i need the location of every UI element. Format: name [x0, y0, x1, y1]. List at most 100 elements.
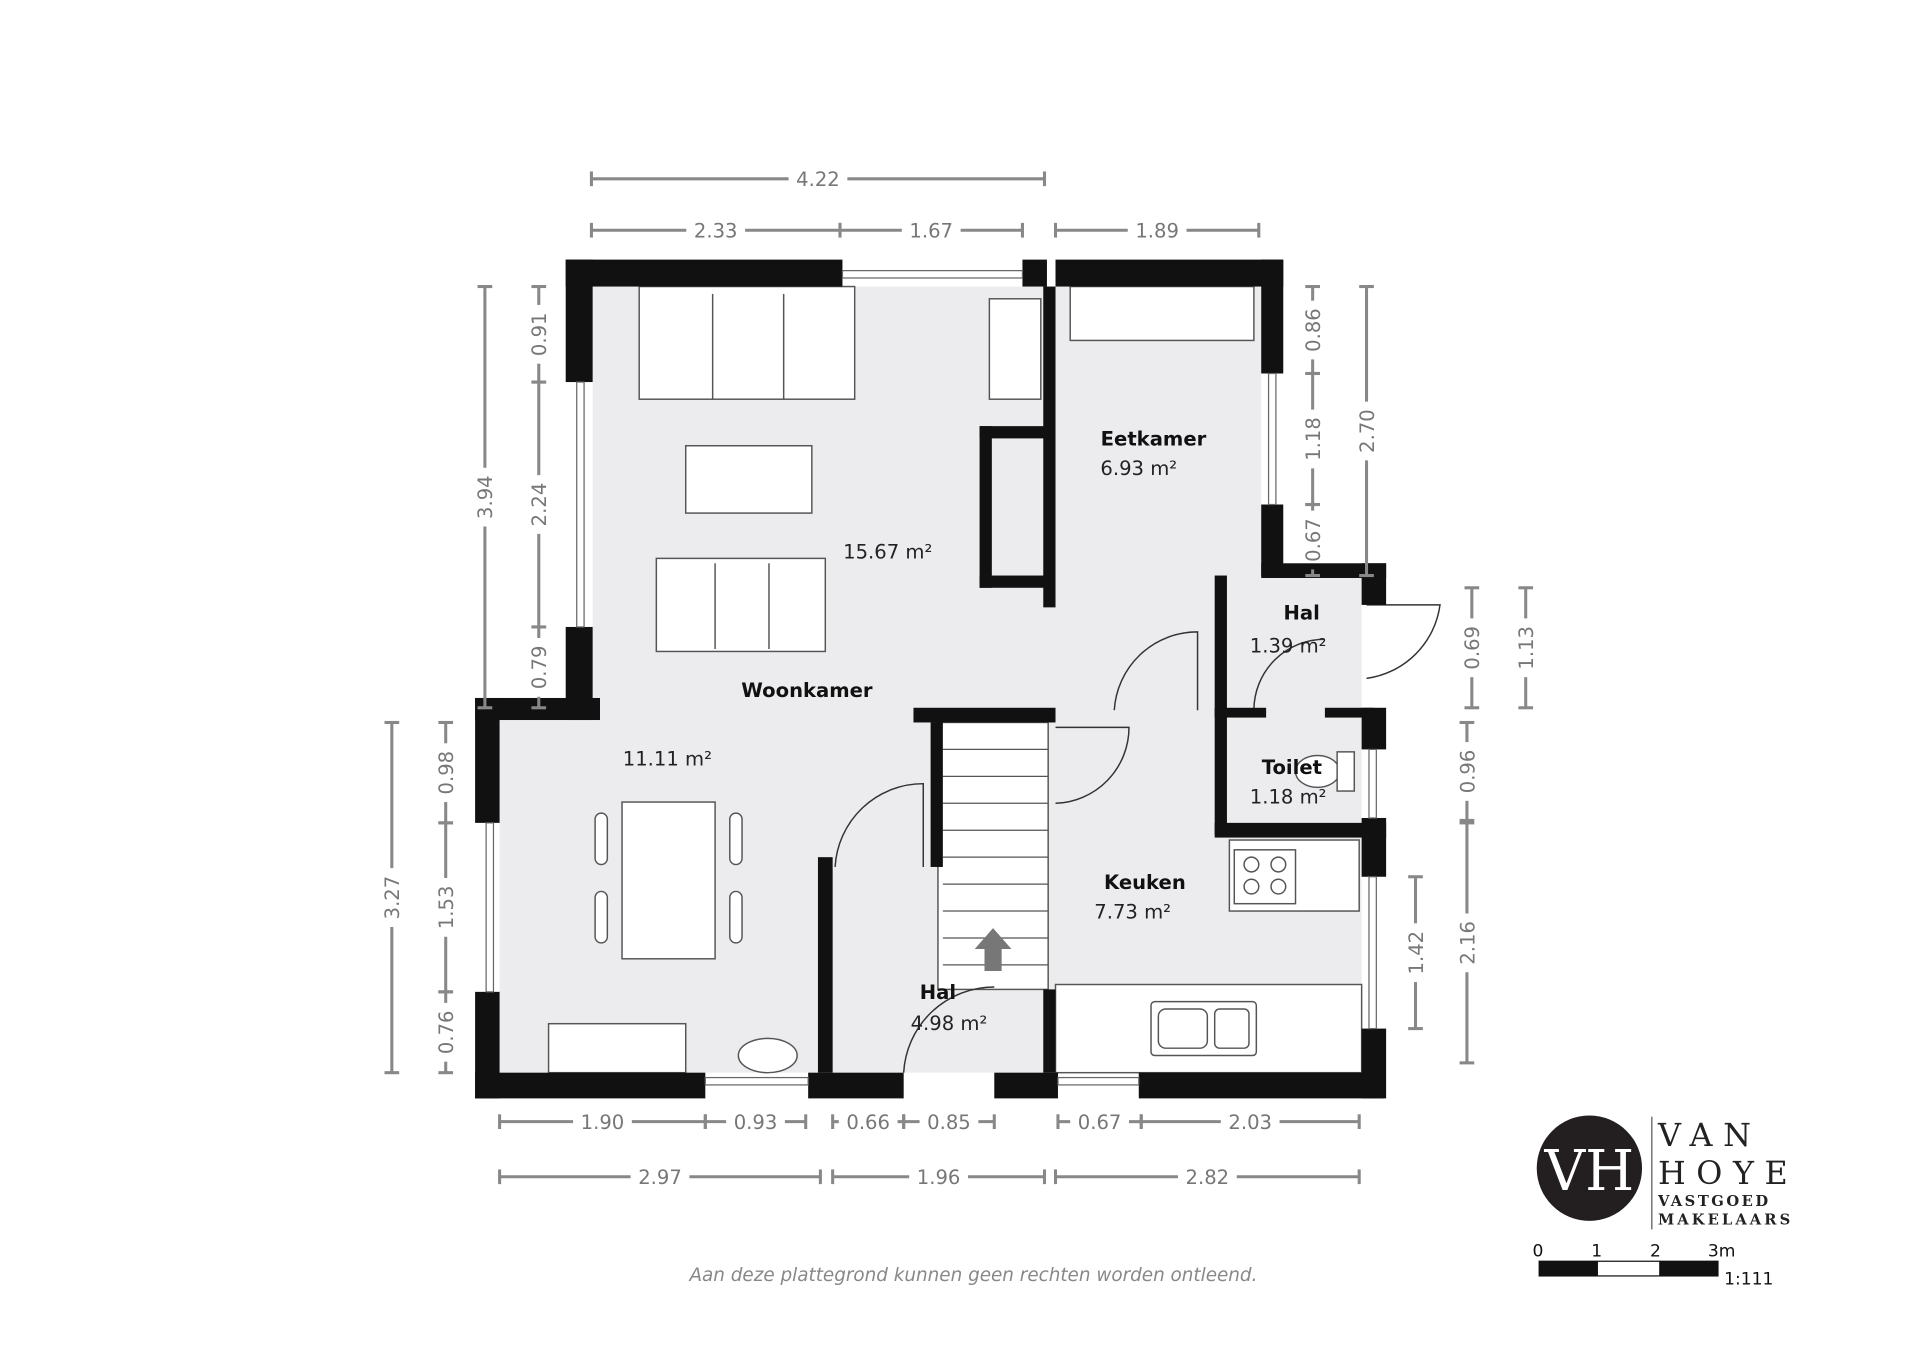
dimension: 2.97	[498, 1166, 822, 1189]
disclaimer: Aan deze plattegrond kunnen geen rechten…	[689, 1265, 1258, 1286]
wall	[1138, 1072, 1384, 1099]
dimension-label: 2.82	[1186, 1166, 1230, 1189]
scale-bar: 0 1 2 3m 1:111	[1533, 1241, 1774, 1289]
room-label: Woonkamer	[741, 679, 873, 702]
room-name: Hal	[920, 981, 956, 1004]
dimension-label: 2.33	[694, 220, 738, 243]
scale-tick: 0	[1533, 1241, 1544, 1261]
scale-tick: 3m	[1708, 1241, 1736, 1261]
dimension-label: 0.67	[1078, 1111, 1122, 1134]
wall	[1214, 575, 1227, 836]
dimension: 0.85	[902, 1111, 996, 1134]
dimension: 0.66	[831, 1111, 906, 1134]
dimension: 0.79	[528, 625, 551, 710]
wall	[1361, 1028, 1387, 1099]
wall	[979, 575, 1051, 588]
wall	[565, 259, 843, 287]
dimension-label: 2.03	[1228, 1111, 1272, 1134]
wall	[1055, 259, 1284, 287]
dimension: 0.98	[435, 720, 458, 825]
room-area: 1.18 m²	[1250, 785, 1327, 808]
dimension-label: 0.69	[1461, 626, 1484, 670]
dimension: 1.13	[1515, 586, 1538, 710]
dimension-label: 1.13	[1515, 626, 1538, 670]
room-name: Eetkamer	[1101, 428, 1207, 451]
wall	[475, 697, 500, 823]
room-area: 6.93 m²	[1100, 457, 1177, 480]
wall	[1043, 286, 1056, 608]
dimension: 0.67	[1056, 1111, 1143, 1134]
dimension: 2.03	[1139, 1111, 1361, 1134]
wall	[913, 707, 1056, 723]
coffee-table-icon	[684, 445, 813, 514]
dimension-label: 1.89	[1135, 220, 1179, 243]
dimension: 3.94	[474, 285, 497, 710]
dimension: 1.90	[498, 1111, 707, 1134]
wall	[994, 1072, 1058, 1099]
dimension-label: 0.66	[846, 1111, 890, 1134]
room-area: 7.73 m²	[1094, 900, 1171, 923]
dimension-label: 0.79	[528, 646, 551, 690]
dimension: 1.53	[435, 821, 458, 994]
room-area: 4.98 m²	[911, 1012, 988, 1035]
dimension-label: 1.53	[435, 886, 458, 930]
dimension-label: 2.16	[1456, 921, 1479, 965]
dimension: 1.18	[1302, 371, 1325, 507]
dimension-label: 0.76	[435, 1010, 458, 1054]
cabinet-icon	[988, 298, 1042, 400]
wall	[1261, 563, 1387, 578]
room-name: Woonkamer	[741, 679, 873, 702]
dimension: 2.70	[1356, 285, 1379, 578]
scale-ratio: 1:111	[1724, 1270, 1773, 1290]
dimension-label: 0.86	[1302, 308, 1325, 352]
sofa-icon	[638, 285, 856, 400]
room-label: 15.67 m²	[843, 540, 932, 563]
sofa-icon	[655, 557, 827, 653]
dimension: 1.96	[831, 1166, 1047, 1189]
dimension-label: 0.85	[927, 1111, 971, 1134]
dimension: 1.67	[838, 220, 1024, 243]
dimension: 2.33	[589, 220, 842, 243]
walls	[475, 259, 1387, 1099]
dimension: 2.24	[528, 380, 551, 629]
wall	[817, 857, 833, 1073]
dimension-label: 0.93	[734, 1111, 778, 1134]
wall	[979, 426, 1051, 439]
wall	[565, 259, 593, 383]
wall	[1361, 817, 1387, 877]
dimension-label: 1.18	[1302, 417, 1325, 461]
room-label: Hal 4.98 m²	[911, 981, 988, 1035]
room-area: 15.67 m²	[843, 540, 932, 563]
window	[1368, 876, 1377, 1030]
dimension-label: 1.90	[581, 1111, 625, 1134]
dimension-label: 0.91	[528, 313, 551, 357]
windows	[485, 270, 1377, 1086]
window	[1057, 1076, 1140, 1086]
dimension-label: 2.24	[528, 483, 551, 527]
logo-line1: VAN	[1657, 1116, 1751, 1154]
window	[704, 1076, 809, 1086]
logo-line3: VASTGOED	[1657, 1193, 1768, 1210]
wall	[475, 1072, 706, 1099]
dimension: 1.89	[1053, 220, 1261, 243]
wall	[1324, 707, 1374, 718]
dimension-label: 0.96	[1456, 750, 1479, 794]
dimension-label: 1.42	[1405, 931, 1428, 975]
window	[576, 381, 585, 628]
wall	[1022, 259, 1047, 287]
dimension: 0.86	[1302, 285, 1325, 376]
wall	[1043, 989, 1056, 1073]
wall	[1261, 259, 1284, 374]
dimension: 2.16	[1456, 821, 1479, 1065]
room-name: Hal	[1283, 602, 1319, 625]
dimension: 1.42	[1405, 875, 1428, 1031]
dimension-label: 2.70	[1356, 409, 1379, 453]
logo-monogram: VH	[1543, 1139, 1634, 1204]
scale-tick: 2	[1650, 1241, 1661, 1261]
dimension-label: 0.98	[435, 751, 458, 795]
